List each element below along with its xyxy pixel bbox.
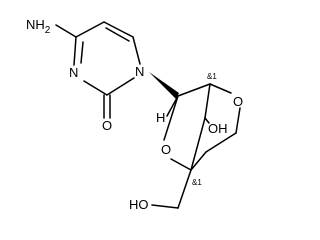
label-h: H	[156, 110, 165, 125]
molecule-structure: NH2 N N O H O O OH HO &1 &1	[26, 17, 243, 212]
bond-ch2-ho	[151, 204, 179, 209]
label-oh: OH	[208, 121, 228, 136]
bond-c1-h	[166, 95, 179, 117]
bond-c6-n1	[132, 36, 141, 65]
bond-c5-c6-double	[105, 27, 130, 42]
label-amine: NH2	[26, 17, 51, 36]
label-carbonyl-o: O	[102, 118, 112, 133]
wedge-bond-n1-c1	[149, 72, 179, 99]
bond-c1-c2top	[177, 83, 211, 97]
bond-c2top-o	[209, 83, 232, 94]
bond-obridge-c1	[163, 95, 179, 141]
bond-c3-oh	[204, 117, 210, 124]
bond-cq-ch2oh	[177, 169, 192, 209]
bond-c3-cq	[190, 117, 206, 171]
bond-o-ch2	[235, 107, 241, 134]
bond-c5-c6	[103, 21, 134, 38]
bond-n1-c2	[106, 77, 135, 96]
label-n3: N	[69, 65, 78, 80]
bond-ch2-cq	[190, 151, 207, 171]
stereo-label-top: &1	[207, 72, 217, 81]
label-o-bridge: O	[161, 142, 171, 157]
bond-c2top-c3	[204, 83, 211, 119]
bond-cq-obridge	[170, 158, 192, 171]
bond-n3-c4	[73, 36, 77, 66]
label-n1: N	[135, 64, 144, 79]
bond-n3-c4-double	[80, 41, 84, 64]
label-o-ring: O	[233, 94, 243, 109]
bond-c2-n3	[83, 80, 108, 96]
stereo-label-bottom: &1	[192, 178, 202, 187]
bond-c4-c5	[75, 21, 105, 38]
bond-ch2-ch2	[205, 132, 237, 153]
bond-c4-nh2	[55, 24, 77, 38]
label-ho: HO	[129, 197, 149, 212]
